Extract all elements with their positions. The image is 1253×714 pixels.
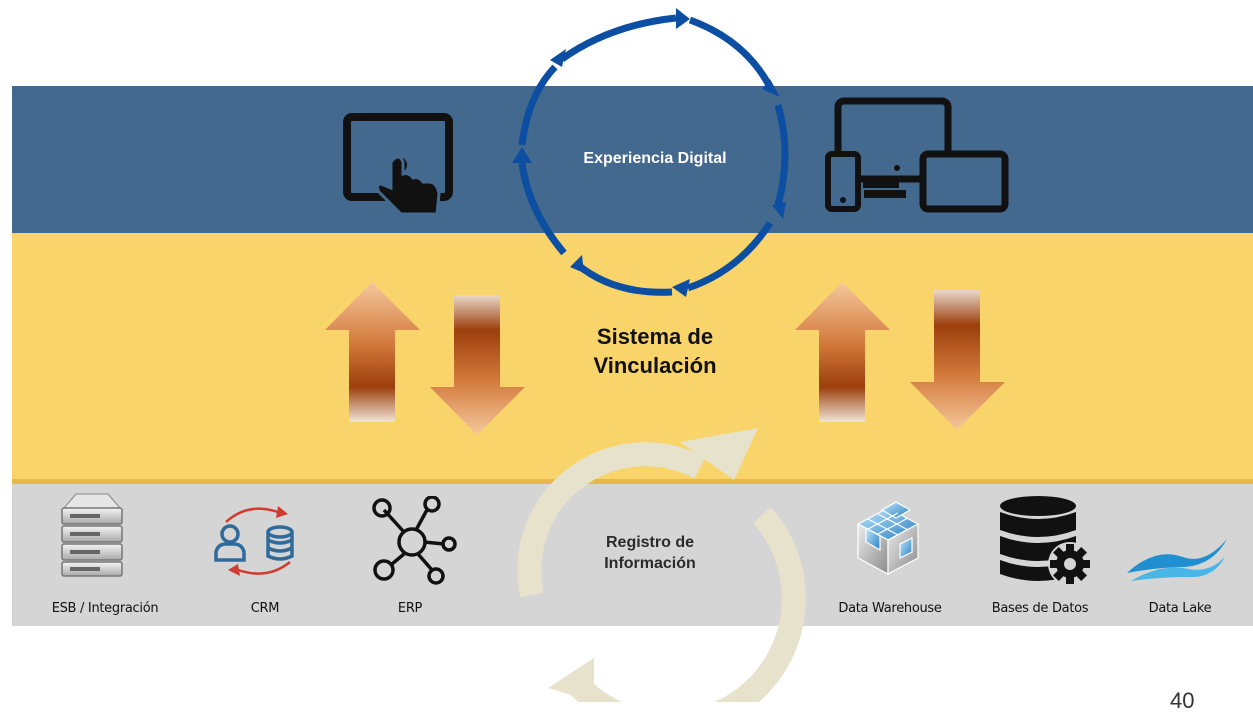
cube-warehouse-icon xyxy=(856,501,920,575)
bases-de-datos-label: Bases de Datos xyxy=(991,601,1089,616)
registro-de-informacion-label: Registro de Información xyxy=(575,532,725,574)
left-down-arrow xyxy=(430,295,525,435)
sistema-label-line2: Vinculación xyxy=(593,353,717,378)
tablet-touch-icon xyxy=(343,113,453,216)
network-nodes-icon xyxy=(372,496,457,585)
crm-label: CRM xyxy=(250,601,280,616)
left-up-arrow xyxy=(325,282,420,422)
erp-label: ERP xyxy=(397,601,423,616)
sistema-label-line1: Sistema de xyxy=(596,324,714,349)
esb-integracion-label: ESB / Integración xyxy=(51,601,159,616)
engagement-system-band xyxy=(12,233,1253,479)
experiencia-digital-label: Experiencia Digital xyxy=(583,150,727,167)
registro-label-line1: Registro de xyxy=(605,534,694,551)
sistema-de-vinculacion-label: Sistema de Vinculación xyxy=(560,322,750,380)
waves-icon xyxy=(1127,539,1227,581)
page-number: 40 xyxy=(1170,688,1195,713)
record-cycle-arrows xyxy=(517,428,806,702)
registro-label-line2: Información xyxy=(604,555,696,572)
digital-experience-band xyxy=(12,86,1253,233)
right-down-arrow xyxy=(910,290,1005,430)
database-gear-icon xyxy=(1000,496,1092,586)
band-divider xyxy=(12,479,1253,484)
server-rack-icon xyxy=(61,493,123,577)
data-lake-label: Data Lake xyxy=(1148,601,1212,616)
multi-device-icon xyxy=(825,97,1009,213)
data-warehouse-label: Data Warehouse xyxy=(838,601,942,616)
crm-sync-icon xyxy=(214,506,294,576)
right-up-arrow xyxy=(795,282,890,422)
digital-cycle-arrows xyxy=(512,8,789,297)
